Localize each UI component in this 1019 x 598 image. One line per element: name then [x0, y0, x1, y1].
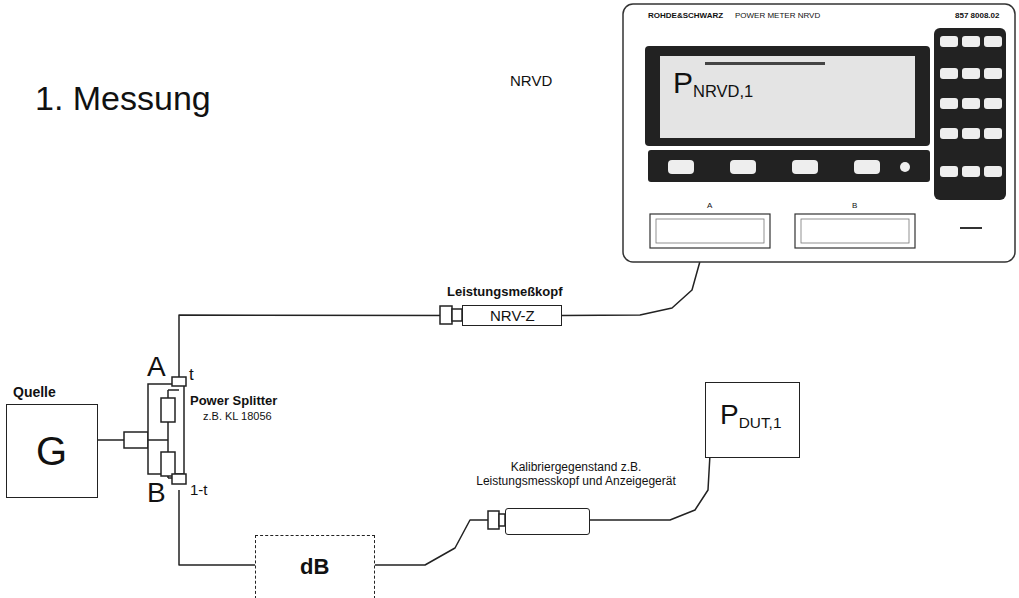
resistor-symbol [161, 398, 175, 422]
connector-nut [440, 306, 452, 324]
node-heading: Quelle [13, 384, 56, 400]
diagram-title: 1. Messung [35, 80, 211, 117]
connector-nut [488, 511, 499, 529]
sensor-connector [440, 306, 505, 529]
softkey [854, 160, 880, 174]
softkey [730, 160, 756, 174]
input-connector [124, 432, 148, 448]
port-connector [172, 377, 186, 386]
node-label: dB [300, 554, 329, 579]
display-reading: PNRVD,1 [673, 66, 753, 101]
attenuator-box: dB [255, 535, 375, 598]
node-heading: NRVD [510, 72, 552, 89]
input-panel [650, 214, 770, 248]
node-heading: Leistungsmeßkopf [447, 285, 563, 300]
node-subtitle: z.B. KL 18056 [203, 410, 272, 423]
power-meter: NRVDPNRVD,1 [623, 0, 1015, 262]
meter-housing [623, 4, 1015, 262]
source-box: QuelleG [6, 404, 98, 498]
cable [562, 262, 700, 316]
node-caption: Kalibriergegenstand z.B. Leistungsmessko… [466, 461, 686, 489]
cable-line [375, 520, 505, 565]
display-reading: PDUT,1 [720, 399, 781, 432]
channel-label: A [707, 202, 712, 211]
input-panel [795, 214, 915, 248]
coupling-factor: 1-t [190, 482, 208, 499]
sensor-head: LeistungsmeßkopfNRV-Z [462, 305, 562, 326]
keypad-keys [940, 36, 1002, 177]
port-label: B [147, 478, 166, 509]
power-splitter: Power Splitterz.B. KL 18056 [124, 377, 186, 490]
node-label: G [36, 428, 67, 474]
dut-sensor: Kalibriergegenstand z.B. Leistungsmessko… [505, 508, 590, 535]
model-label: POWER METER NRVD [735, 12, 820, 21]
connector-neck [452, 309, 462, 321]
node-label: NRV-Z [490, 307, 535, 324]
channel-label: B [852, 202, 857, 211]
cable-line [98, 439, 124, 441]
cable [375, 520, 505, 565]
indicator-led [900, 162, 910, 172]
dut-display: PDUT,1 [705, 382, 800, 458]
port-connector [172, 474, 186, 484]
input-panel-inner [801, 219, 909, 243]
brand-label: ROHDE&SCHWARZ [648, 12, 723, 21]
cable [179, 490, 255, 565]
cable-line [179, 315, 462, 377]
cable [98, 439, 124, 440]
input-panel-inner [656, 219, 764, 243]
coupling-factor: t [189, 366, 194, 385]
keypad [934, 28, 1006, 200]
display-frame [645, 46, 930, 146]
cable [179, 315, 462, 377]
port-label: A [147, 352, 166, 383]
power-switch [960, 227, 982, 229]
softkey [792, 160, 818, 174]
splitter-symbol [124, 377, 186, 484]
power-meter-front [623, 4, 1015, 262]
softkey [668, 160, 694, 174]
display-screen [660, 56, 915, 138]
splitter-wire [148, 439, 168, 441]
display-segment [705, 62, 825, 65]
softkey-bar [648, 150, 930, 182]
node-heading: Power Splitter [190, 394, 277, 409]
cable-line [179, 490, 255, 565]
cable-line [562, 262, 700, 316]
resistor-symbol [161, 452, 175, 476]
splitter-wire [168, 389, 179, 391]
part-number: 857 8008.02 [955, 12, 1000, 21]
